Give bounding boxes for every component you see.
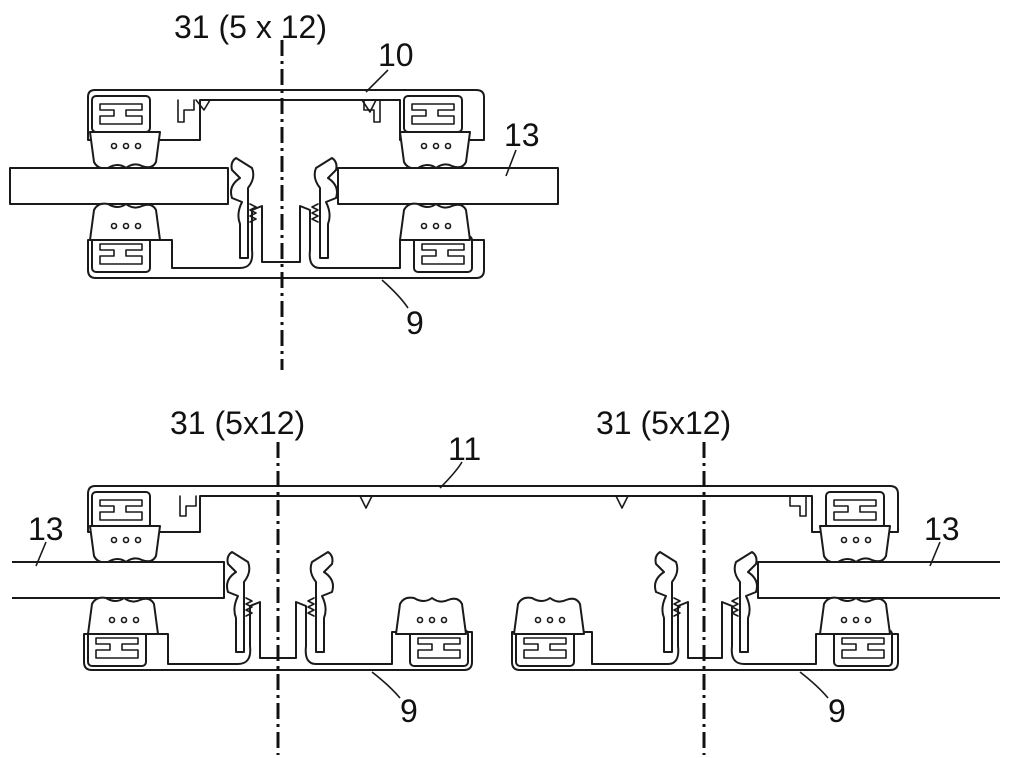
- gasket-icon: [819, 596, 891, 635]
- panel-label: 13: [504, 117, 540, 153]
- lower-profile-label-right: 9: [828, 693, 846, 729]
- panel-label-right: 13: [924, 511, 960, 547]
- t-slot-icon: [833, 629, 893, 667]
- t-slot-icon: [515, 629, 575, 667]
- t-slot-icon: [403, 95, 463, 133]
- bottom-assembly: 31 (5x12) 31 (5x12) 11 13 13 9 9: [12, 405, 1000, 755]
- clamp-lip-icon: [311, 157, 338, 259]
- leader-line: [505, 149, 517, 177]
- t-slot-icon: [409, 629, 469, 667]
- leader-line: [35, 541, 47, 567]
- leader-line: [371, 671, 401, 699]
- axis-label-left: 31 (5x12): [170, 405, 305, 441]
- panel-left: [9, 167, 229, 205]
- panel-label-left: 13: [28, 511, 64, 547]
- upper-profile-label: 10: [378, 37, 414, 73]
- clamp-lip-icon: [226, 551, 253, 653]
- leader-line: [929, 541, 941, 567]
- lower-profile-9-left: [83, 596, 473, 671]
- panel-left: [12, 561, 225, 599]
- lower-profile-9-right: [511, 596, 899, 671]
- leader-line: [365, 69, 389, 93]
- axis-label: 31 (5 x 12): [174, 9, 327, 45]
- t-slot-icon: [87, 629, 147, 667]
- panel-right: [337, 167, 559, 205]
- leader-line: [799, 671, 829, 699]
- gasket-icon: [399, 202, 471, 241]
- leader-line: [381, 279, 409, 309]
- gasket-icon: [89, 202, 161, 241]
- gasket-icon: [395, 596, 467, 635]
- clamp-lip-icon: [654, 551, 681, 653]
- leader-line: [439, 461, 463, 489]
- upper-profile-10: [87, 89, 485, 170]
- t-slot-icon: [91, 95, 151, 133]
- top-assembly: 31 (5 x 12) 10 13 9: [9, 9, 559, 370]
- lower-profile-label: 9: [406, 305, 424, 341]
- gasket-icon: [89, 131, 161, 170]
- t-slot-icon: [413, 235, 473, 273]
- t-slot-icon: [91, 491, 151, 529]
- gasket-icon: [89, 525, 161, 564]
- clamp-lip-icon: [307, 551, 334, 653]
- clamp-lip-icon: [731, 551, 758, 653]
- upper-profile-11: [87, 485, 899, 564]
- gasket-icon: [513, 596, 585, 635]
- gasket-icon: [87, 596, 159, 635]
- panel-right: [757, 561, 1000, 599]
- t-slot-icon: [91, 235, 151, 273]
- gasket-icon: [399, 131, 471, 170]
- gasket-icon: [819, 525, 891, 564]
- lower-profile-label-left: 9: [400, 693, 418, 729]
- lower-profile-9: [87, 202, 485, 279]
- t-slot-icon: [825, 491, 885, 529]
- upper-profile-label: 11: [448, 431, 481, 467]
- axis-label-right: 31 (5x12): [596, 405, 731, 441]
